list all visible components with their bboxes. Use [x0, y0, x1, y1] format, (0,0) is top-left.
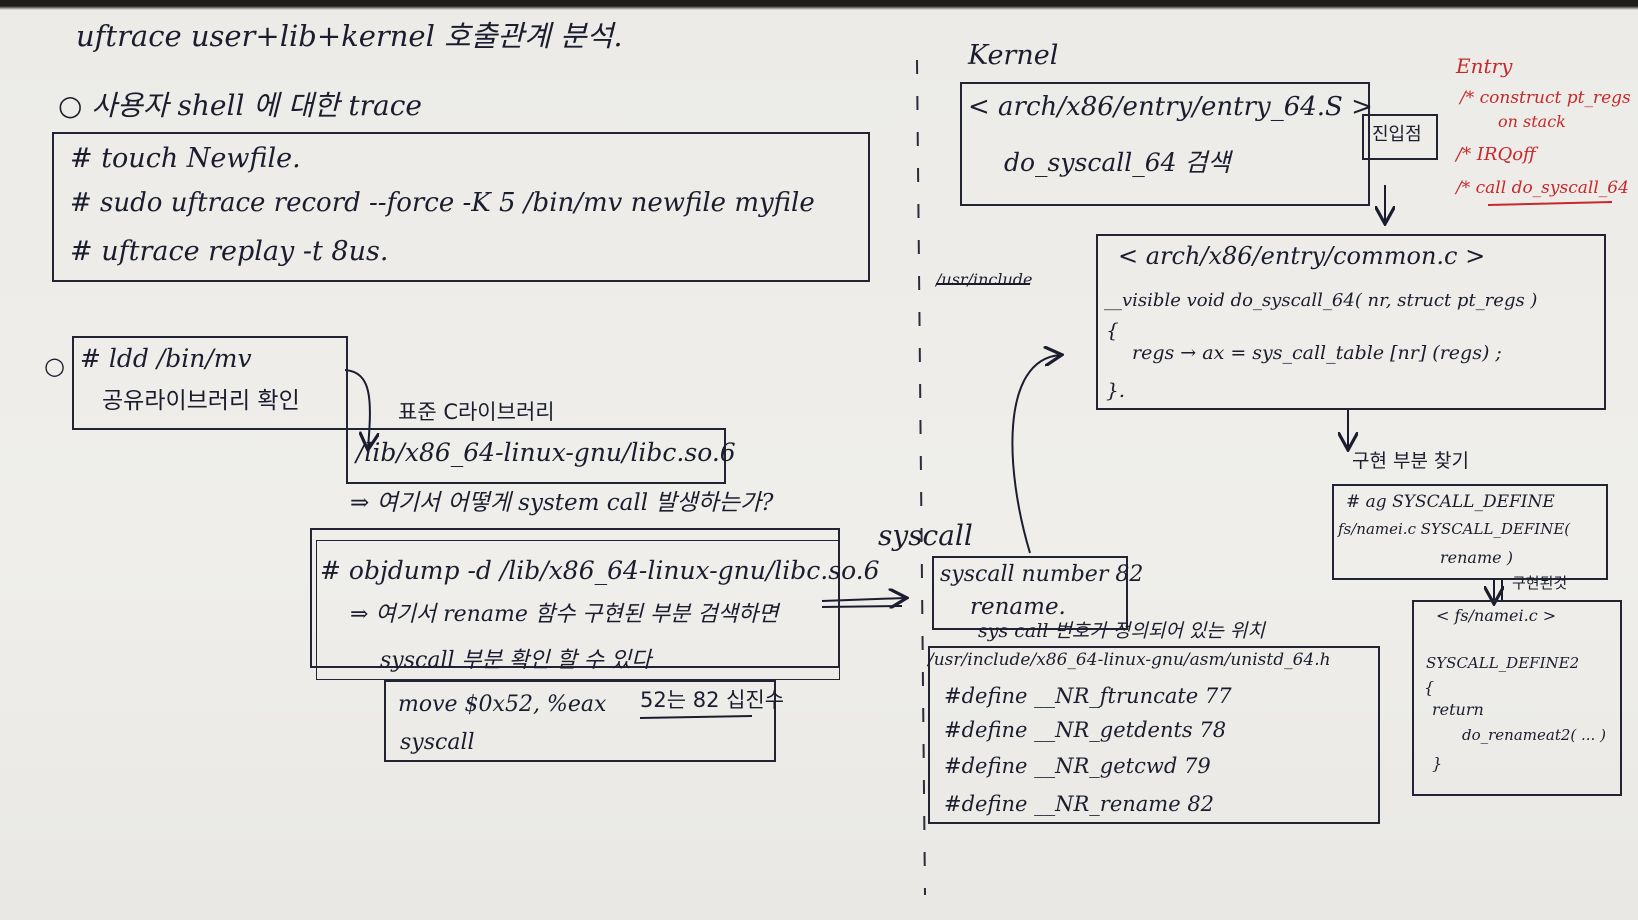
entry-search: do_syscall_64 검색 [1004, 148, 1231, 177]
common-path: < arch/x86/entry/common.c > [1118, 242, 1486, 270]
entry-tag-box [1362, 114, 1438, 160]
impl-find-label: 구현 부분 찾기 [1352, 450, 1469, 472]
defined-where-note: sys call 번호가 정의되어 있는 위치 [978, 620, 1265, 642]
page-title: uftrace user+lib+kernel 호출관계 분석. [76, 19, 623, 53]
syscall-rename: rename. [970, 594, 1066, 620]
common-line-3: regs → ax = sys_call_table [nr] (regs) ; [1132, 342, 1502, 364]
unistd-box [928, 646, 1380, 824]
libc-path-box [346, 428, 726, 484]
objdump-command: # objdump -d /lib/x86_64-linux-gnu/libc.… [320, 556, 880, 585]
red-note-1: /* construct pt_regs [1460, 88, 1631, 108]
ldd-to-libc-arrow [344, 369, 370, 448]
common-box [1096, 234, 1606, 410]
ldd-box [72, 336, 348, 430]
impl-label: 구현된것 [1512, 574, 1568, 592]
libc-label: 표준 C라이브러리 [398, 400, 555, 424]
entry-path: < arch/x86/entry/entry_64.S > [968, 92, 1373, 122]
commands-box [52, 132, 870, 282]
unistd-path: /usr/include/x86_64-linux-gnu/asm/unistd… [928, 650, 1331, 670]
ag-line-3: rename ) [1440, 548, 1513, 567]
libc-path: /lib/x86_64-linux-gnu/libc.so.6 [356, 438, 736, 467]
asm-box [384, 680, 776, 762]
entry-tag-label: 진입점 [1372, 124, 1422, 145]
syscall-label: syscall [878, 519, 973, 552]
asm-line-1: move $0x52, %eax [398, 692, 607, 717]
entry-box [960, 82, 1370, 206]
usr-include-struck: /usr/include [936, 270, 1033, 289]
syscall-number: syscall number 82 [940, 562, 1144, 587]
section1-heading: ○ 사용자 shell 에 대한 trace [58, 89, 422, 122]
syscall-question: ⇒ 여기서 어떻게 system call 발생하는가? [350, 490, 774, 516]
namei-line-1: SYSCALL_DEFINE2 [1426, 654, 1580, 672]
ag-box [1332, 484, 1608, 580]
common-line-4: }. [1106, 378, 1126, 402]
ag-line-1: # ag SYSCALL_DEFINE [1346, 492, 1555, 512]
red-note-3: /* IRQoff [1456, 144, 1536, 165]
namei-title: < fs/namei.c > [1436, 606, 1557, 625]
namei-line-5: } [1432, 754, 1443, 773]
asm-note: 52는 82 십진수 [640, 688, 785, 712]
cmd-record: # sudo uftrace record --force -K 5 /bin/… [70, 188, 815, 218]
common-line-1: __visible void do_syscall_64( nr, struct… [1104, 290, 1538, 311]
ldd-command: # ldd /bin/mv [80, 344, 252, 373]
syscall-to-common-arrow [1011, 355, 1060, 554]
namei-box [1412, 600, 1622, 796]
objdump-note-2: syscall 부분 확인 할 수 있다 [380, 648, 652, 673]
objdump-note-1: ⇒ 여기서 rename 함수 구현된 부분 검색하면 [350, 602, 779, 627]
center-divider [916, 59, 926, 896]
define-ftruncate: #define __NR_ftruncate 77 [944, 684, 1232, 708]
common-line-2: { [1106, 318, 1119, 342]
asm-line-2: syscall [400, 730, 475, 755]
cmd-touch: # touch Newfile. [70, 143, 301, 174]
define-getcwd: #define __NR_getcwd 79 [944, 754, 1211, 778]
ag-line-2: fs/namei.c SYSCALL_DEFINE( [1338, 520, 1571, 538]
red-entry-label: Entry [1456, 54, 1513, 78]
namei-line-3: return [1432, 700, 1484, 719]
ldd-bullet: ○ [44, 352, 65, 380]
define-getdents: #define __NR_getdents 78 [944, 718, 1227, 742]
kernel-label: Kernel [968, 40, 1059, 71]
red-note-4: /* call do_syscall_64 [1456, 178, 1629, 198]
define-rename: #define __NR_rename 82 [944, 792, 1215, 816]
objdump-to-syscall-arrow [821, 598, 905, 601]
red-underline [1487, 201, 1613, 206]
syscall-number-box [932, 556, 1128, 630]
objdump-box-outline [316, 540, 840, 680]
cmd-replay: # uftrace replay -t 8us. [70, 236, 389, 267]
ldd-note: 공유라이브러리 확인 [102, 388, 300, 414]
namei-line-2: { [1424, 678, 1435, 697]
namei-line-4: do_renameat2( ... ) [1462, 726, 1606, 744]
red-note-2: on stack [1498, 112, 1566, 131]
